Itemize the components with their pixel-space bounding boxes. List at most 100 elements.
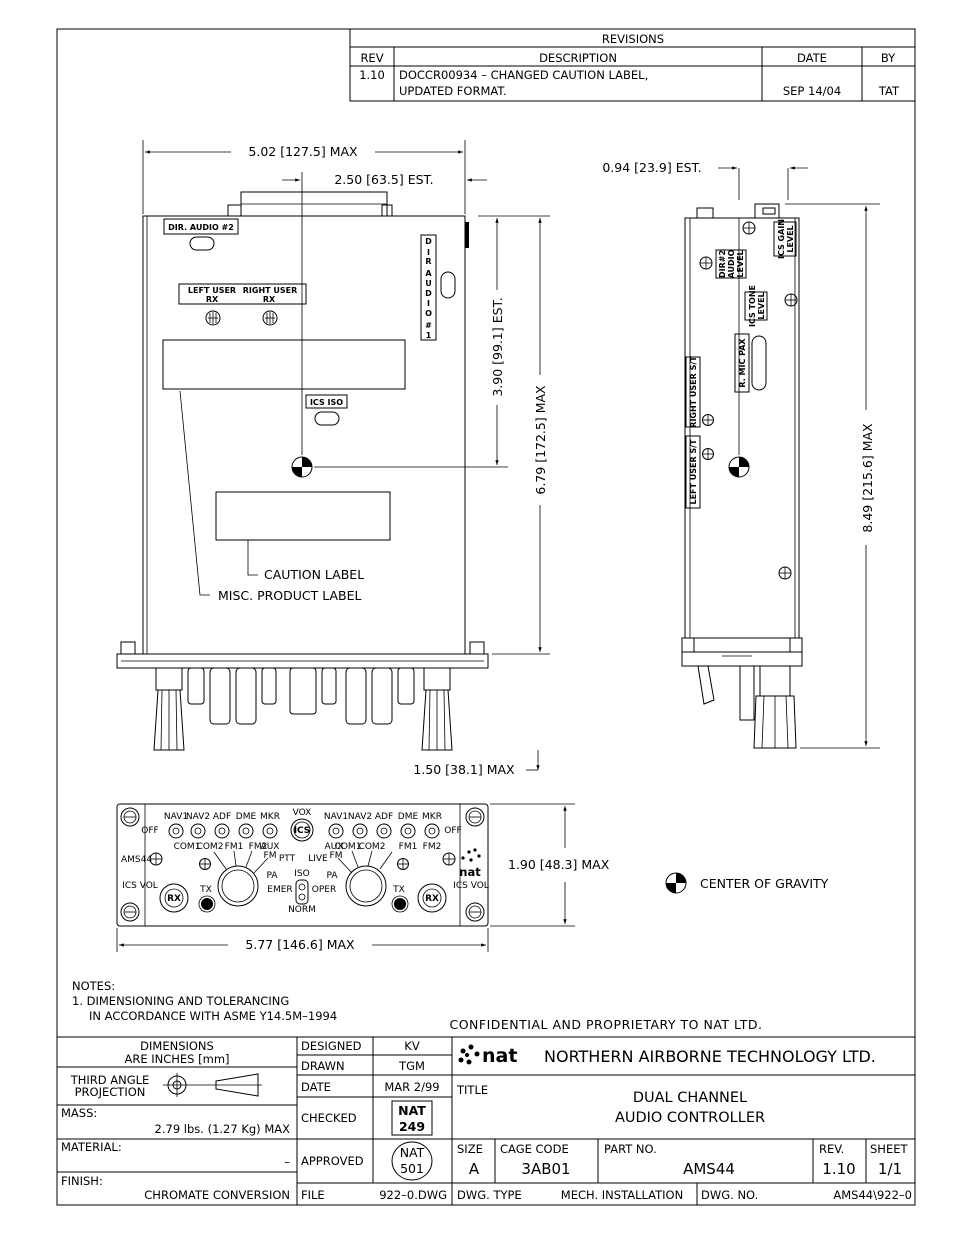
- confidential-notice: CONFIDENTIAL AND PROPRIETARY TO NAT LTD.: [449, 1017, 762, 1032]
- rev-label: REV.: [819, 1142, 844, 1156]
- notes-title: NOTES:: [72, 979, 115, 993]
- com2-right-label: COM2: [359, 842, 386, 852]
- rev-date: SEP 14/04: [783, 84, 841, 98]
- fm2-left-label: FM2: [249, 842, 268, 852]
- front-panel: OFF OFF NAV1 NAV2 ADF DME MKR NAV1 NAV2 …: [116, 803, 489, 927]
- adf-left-label: ADF: [213, 812, 231, 822]
- cg-legend-text: CENTER OF GRAVITY: [700, 876, 829, 891]
- description-line-1: DOCCR00934 – CHANGED CAUTION LABEL,: [399, 68, 648, 82]
- file-value: 922–0.DWG: [379, 1188, 447, 1202]
- mkr-left-label: MKR: [260, 812, 280, 822]
- knob-depth-dim: 1.50 [38.1] MAX: [413, 762, 515, 777]
- side-view-dimensions: 0.94 [23.9] EST. 8.49 [215.6] MAX 1.50 […: [413, 160, 880, 777]
- ics-knob: [290, 818, 314, 842]
- date-value: MAR 2/99: [384, 1080, 439, 1094]
- mkr-right-label: MKR: [422, 812, 442, 822]
- rev-header: REV: [360, 51, 383, 65]
- panel-width-dim: 5.77 [146.6] MAX: [245, 937, 355, 952]
- ics-vol-right-label: ICS VOL: [453, 881, 489, 891]
- ics-iso-label: ICS ISO: [310, 398, 343, 407]
- live-label: LIVE: [308, 854, 328, 864]
- top-view: DIR. AUDIO #2 D I R A U D I O # 1 LEFT U…: [116, 191, 489, 751]
- ics-gain-label-2: LEVEL: [786, 225, 795, 252]
- adf-right-label: ADF: [375, 812, 393, 822]
- title-line-2: AUDIO CONTROLLER: [615, 1110, 765, 1126]
- side-view-screws: [699, 221, 798, 580]
- right-user-st-label: RIGHT USER S/T: [689, 356, 698, 428]
- mic-pax-slot: [751, 335, 767, 391]
- mass-value: 2.79 lbs. (1.27 Kg) MAX: [155, 1122, 291, 1136]
- svg-text:D: D: [425, 237, 432, 246]
- description-header: DESCRIPTION: [539, 51, 617, 65]
- approved-stamp-circle: [391, 1141, 433, 1181]
- svg-text:O: O: [425, 309, 432, 318]
- size-label: SIZE: [457, 1142, 483, 1156]
- checked-stamp-2: 249: [399, 1119, 425, 1134]
- cg-symbol-top: [291, 456, 313, 478]
- width-max-dim: 5.02 [127.5] MAX: [248, 144, 358, 159]
- left-rx-knob-label: RX: [167, 894, 181, 904]
- iso-switch: [295, 879, 309, 905]
- tx-left-indicator: [201, 898, 213, 910]
- toggle-switches-left: [168, 823, 278, 839]
- ams44-label: AMS44: [121, 855, 152, 865]
- left-user-st-label: LEFT USER S/T: [689, 439, 698, 505]
- rev-value: 1.10: [359, 68, 385, 82]
- nav2-left-label: NAV2: [186, 812, 210, 822]
- ics-tone-label-2: LEVEL: [757, 292, 766, 319]
- sheet-label: SHEET: [870, 1142, 908, 1156]
- dir-audio-2-label: DIR. AUDIO #2: [168, 223, 234, 232]
- com1-right-label: COM1: [335, 842, 362, 852]
- aux-right-label: AUX: [325, 842, 344, 852]
- approved-stamp-1: NAT: [400, 1145, 425, 1160]
- description-line-2: UPDATED FORMAT.: [399, 84, 507, 98]
- approved-label: APPROVED: [301, 1154, 364, 1168]
- right-user-label: RIGHT USER: [243, 286, 298, 295]
- pa-left-label: PA: [266, 871, 278, 881]
- nav1-right-label: NAV1: [324, 812, 348, 822]
- fm-right-label: FM: [330, 851, 343, 861]
- nav2-right-label: NAV2: [348, 812, 372, 822]
- title-block: DIMENSIONS ARE INCHES [mm] THIRD ANGLE P…: [57, 1036, 915, 1205]
- left-user-label: LEFT USER: [188, 286, 236, 295]
- dir-audio-1-slot: [440, 271, 456, 299]
- dwg-type-label: DWG. TYPE: [457, 1188, 522, 1202]
- side-view: ICS GAIN LEVEL DIR#2 AUDIO LEVEL ICS TON…: [681, 203, 803, 749]
- material-value: –: [284, 1155, 290, 1169]
- ics-knob-label: ICS: [294, 826, 311, 836]
- projection-label-2: PROJECTION: [75, 1085, 146, 1099]
- finish-value: CHROMATE CONVERSION: [144, 1188, 290, 1202]
- off-right-label: OFF: [444, 826, 461, 836]
- rev-by: TAT: [878, 84, 900, 98]
- company-name: NORTHERN AIRBORNE TECHNOLOGY LTD.: [544, 1047, 876, 1066]
- cg-legend: CENTER OF GRAVITY: [665, 872, 829, 894]
- right-main-knob: [337, 850, 393, 907]
- panel-brand: nat: [459, 865, 481, 879]
- caution-label-area: [215, 491, 391, 541]
- front-panel-dimensions: 1.90 [48.3] MAX 5.77 [146.6] MAX: [116, 803, 610, 952]
- date-label: DATE: [301, 1080, 331, 1094]
- right-user-pot: [262, 310, 278, 326]
- misc-product-label-area: [162, 339, 406, 390]
- drawn-value: TGM: [398, 1059, 425, 1073]
- svg-text:R: R: [425, 257, 431, 266]
- svg-text:U: U: [425, 279, 432, 288]
- oper-label: OPER: [312, 885, 336, 895]
- svg-text:D: D: [425, 289, 432, 298]
- svg-text:I: I: [427, 299, 430, 308]
- date-header: DATE: [797, 51, 827, 65]
- side-dir-label-1: DIR#2: [718, 250, 727, 278]
- left-rx-label: RX: [206, 295, 219, 304]
- notes-line-1: 1. DIMENSIONING AND TOLERANCING: [72, 994, 289, 1008]
- top-view-knobs: [153, 667, 453, 751]
- ics-gain-label-1: ICS GAIN: [777, 219, 786, 259]
- cg-height-dim: 3.90 [99.1] EST.: [490, 297, 505, 396]
- right-rx-knob-label: RX: [425, 894, 439, 904]
- com1-left-label: COM1: [174, 842, 201, 852]
- com2-left-label: COM2: [197, 842, 224, 852]
- left-rx-knob: [159, 883, 189, 913]
- left-user-pot: [205, 310, 221, 326]
- side-dir-label-3: LEVEL: [736, 250, 745, 277]
- off-left-label: OFF: [141, 826, 158, 836]
